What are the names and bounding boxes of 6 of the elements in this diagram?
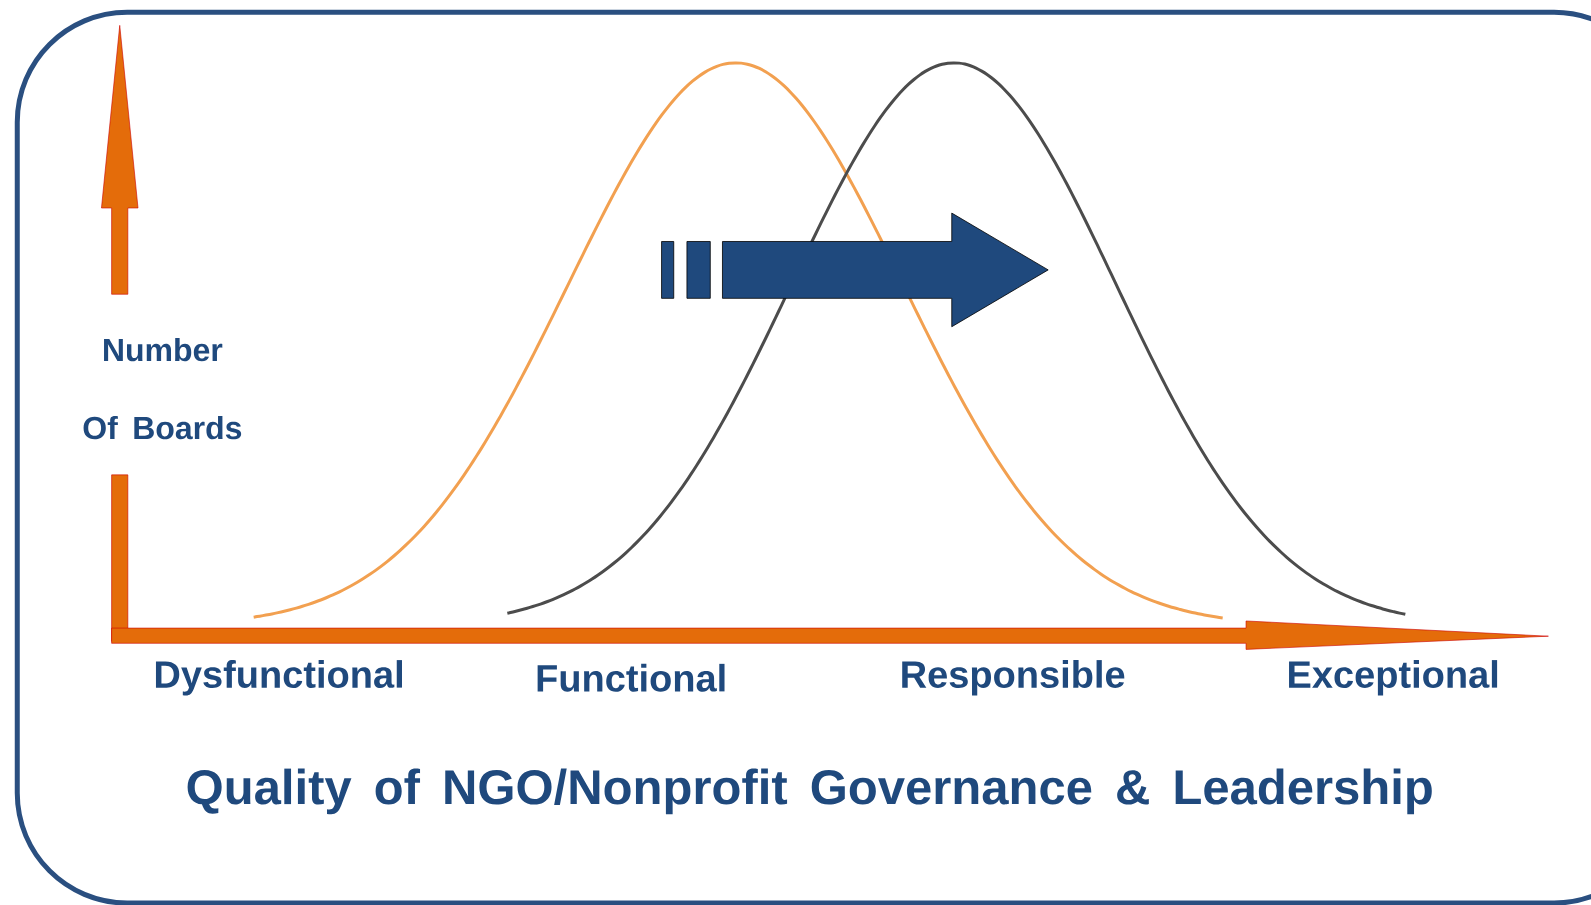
category-label: Functional: [537, 663, 725, 692]
axis-label: Number Of Boards: [83, 337, 242, 440]
axis-title: Quality of NGO/Nonprofit Governance & Leadership: [187, 768, 1432, 815]
category-label: Dysfunctional: [155, 660, 402, 696]
category-label: Exceptional: [1289, 660, 1498, 696]
category-label: Responsible: [902, 660, 1125, 696]
